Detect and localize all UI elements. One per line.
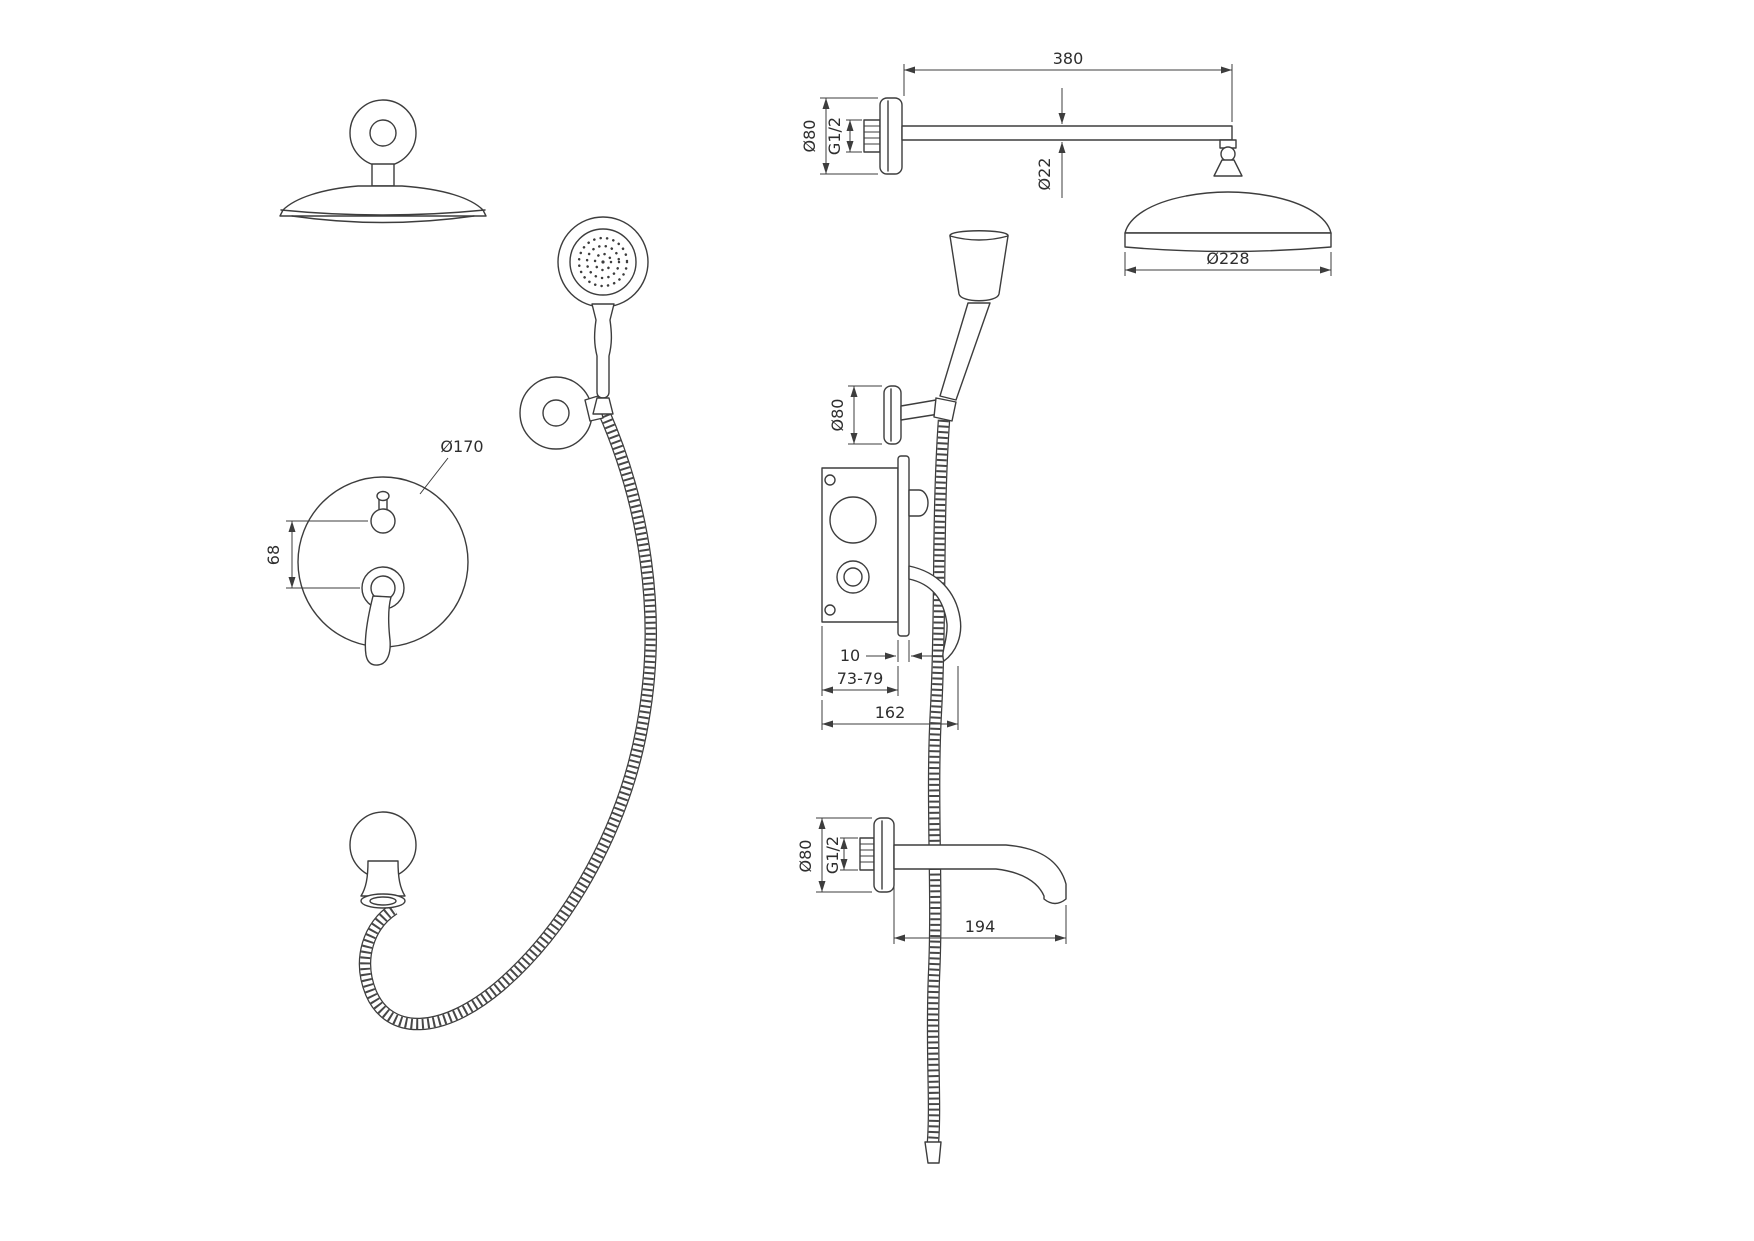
dim-arm-length-label: 380 bbox=[1053, 49, 1084, 68]
dim-top-flange-diameter-label: Ø80 bbox=[800, 120, 819, 153]
tub-spout-side bbox=[859, 817, 1067, 905]
dim-spout-thread-label: G1/2 bbox=[823, 836, 842, 874]
spout-body-side bbox=[893, 844, 1067, 905]
diverter-knob-side bbox=[908, 489, 929, 517]
wall-thread-nipple bbox=[863, 119, 881, 153]
dim-spout-flange-diameter-label: Ø80 bbox=[796, 840, 815, 873]
hose-nut bbox=[592, 397, 614, 415]
hand-shower-hose-front bbox=[358, 407, 657, 1031]
dim-top-thread-label: G1/2 bbox=[825, 117, 844, 155]
mixer-lever bbox=[364, 595, 392, 666]
mixer-valve-side bbox=[821, 455, 962, 662]
mixer-plate-side bbox=[897, 455, 910, 637]
shower-head-side bbox=[1124, 191, 1332, 234]
spray-holes bbox=[593, 252, 613, 272]
dim-control-spacing-label: 68 bbox=[264, 545, 283, 565]
spout-wall-flange-side bbox=[873, 817, 895, 893]
mixer-lever-side bbox=[908, 565, 962, 662]
dimensions: Ø170 68 380 Ø80 G1/2 Ø22 Ø228 Ø80 1 bbox=[264, 49, 1332, 944]
dim-holder-flange-diameter-label: Ø80 bbox=[828, 399, 847, 432]
diverter-knob bbox=[376, 490, 390, 502]
dim-plate-depth-label: 10 bbox=[840, 646, 860, 665]
dim-spout-reach-label: 194 bbox=[965, 917, 996, 936]
hose-nut-side bbox=[933, 397, 957, 422]
hand-shower-handle-side bbox=[939, 302, 991, 401]
mixer-valve-front bbox=[297, 476, 469, 666]
shower-head-bell bbox=[279, 185, 487, 217]
hand-shower-side bbox=[883, 230, 1009, 445]
dim-plate-diameter-label: Ø170 bbox=[440, 437, 483, 456]
arm-joint bbox=[1220, 146, 1236, 162]
hand-shower-handle bbox=[591, 303, 615, 399]
hand-shower-front bbox=[519, 216, 649, 450]
hand-shower-hose-side bbox=[924, 419, 951, 1164]
shower-arm bbox=[901, 125, 1233, 141]
hand-shower-head-side bbox=[949, 230, 1009, 302]
dim-rough-in-depth-label: 73-79 bbox=[837, 669, 884, 688]
hose-end-fitting bbox=[924, 1141, 942, 1164]
overhead-shower-front bbox=[279, 99, 487, 224]
holder-wall-flange bbox=[883, 385, 902, 445]
wall-flange bbox=[879, 97, 903, 175]
dim-head-diameter-label: Ø228 bbox=[1206, 249, 1249, 268]
spout-outlet bbox=[360, 893, 406, 909]
rough-in-body bbox=[821, 467, 899, 623]
tub-spout-front bbox=[349, 811, 417, 909]
overhead-shower-side bbox=[863, 97, 1332, 253]
spout-thread-nipple bbox=[859, 837, 875, 871]
dim-valve-total-depth-label: 162 bbox=[875, 703, 906, 722]
dim-arm-diameter-label: Ø22 bbox=[1035, 158, 1054, 191]
